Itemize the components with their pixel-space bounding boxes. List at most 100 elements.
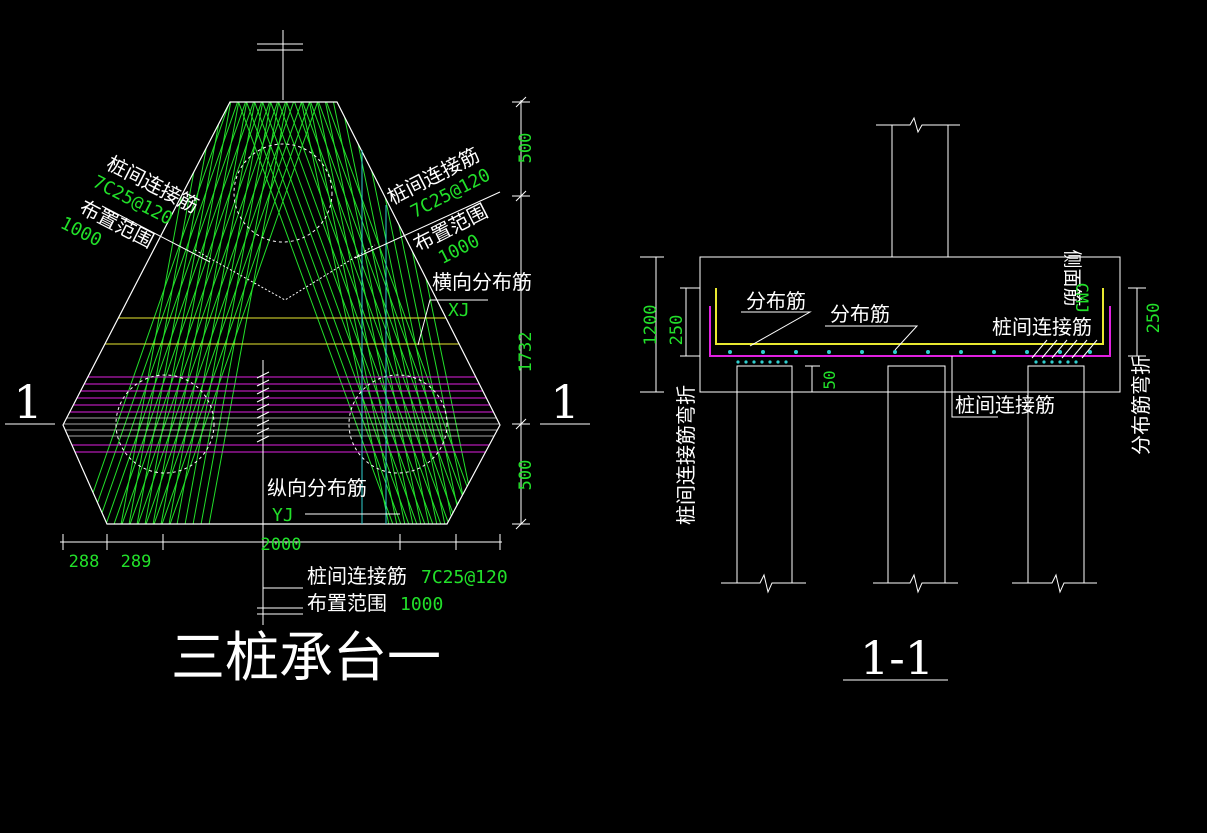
section-mark-left: 1 xyxy=(13,375,42,429)
diagonal-rebar-right-band xyxy=(119,102,484,524)
column xyxy=(876,116,960,257)
dim-left1: 288 xyxy=(69,552,100,572)
rebar-dot xyxy=(776,360,780,364)
leader-line xyxy=(951,356,998,418)
section-dim-left-250: 250 xyxy=(667,315,687,346)
leader-hatch xyxy=(1031,339,1098,359)
rebar-line xyxy=(315,102,476,524)
cap-outline xyxy=(62,101,501,525)
rebar-dot xyxy=(1025,350,1029,354)
rebar-dot xyxy=(768,360,772,364)
rebar-line xyxy=(135,102,217,524)
dim-width: 2000 xyxy=(261,535,302,555)
dim-chain-bottom xyxy=(60,534,502,550)
rebar-line xyxy=(119,102,273,524)
bottom-conn-name: 桩间连接筋 xyxy=(307,564,407,588)
rebar-line xyxy=(339,102,431,524)
dim-top: 500 xyxy=(516,133,536,164)
rebar-dot xyxy=(992,350,996,354)
embed-dim-value: 50 xyxy=(820,370,839,389)
rebar-dot xyxy=(744,360,748,364)
rebar-line xyxy=(235,102,396,524)
rebar-line xyxy=(183,102,265,524)
rebar-dot xyxy=(926,350,930,354)
conn-range-line xyxy=(194,244,376,301)
rebar-dot xyxy=(1058,360,1062,364)
rebar-dot xyxy=(1042,360,1046,364)
rebar-line xyxy=(251,102,412,524)
rebar-line xyxy=(259,102,420,524)
yellow-rebar xyxy=(715,288,1104,345)
leader-line xyxy=(354,191,501,259)
section-dim-right xyxy=(1128,287,1146,357)
white-rebar-band xyxy=(63,417,500,437)
transverse-code: XJ xyxy=(448,300,470,321)
rebar-line xyxy=(331,102,423,524)
rebar-dots xyxy=(728,350,1092,364)
rebar-line xyxy=(315,102,407,524)
left-bend-label: 桩间连接筋弯折 xyxy=(674,385,698,525)
dim-left2: 289 xyxy=(121,552,152,572)
section-view: 1200 250 桩间连接筋弯折 250 分布筋弯折 50 分布筋 分布筋 桩间… xyxy=(640,116,1164,685)
rebar-line xyxy=(199,102,281,524)
side-label: 侧面筋 xyxy=(1061,249,1083,306)
side-code: CMJ xyxy=(1071,283,1091,314)
rebar-line xyxy=(207,102,289,524)
dist-label-1: 分布筋 xyxy=(746,289,806,313)
rebar-line xyxy=(347,102,439,524)
pile-circle-left xyxy=(115,374,215,474)
rebar-line xyxy=(95,102,249,524)
pile-circle-right xyxy=(348,374,448,474)
rebar-dot xyxy=(760,360,764,364)
section-dim-right-250: 250 xyxy=(1144,303,1164,334)
rebar-dot xyxy=(784,360,788,364)
rebar-line xyxy=(267,102,428,524)
rebar-dot xyxy=(827,350,831,354)
magenta-rebar-band xyxy=(63,376,500,453)
leader-line xyxy=(417,299,488,346)
dim-middle: 1732 xyxy=(516,332,536,373)
rebar-dot xyxy=(794,350,798,354)
leader-line xyxy=(825,325,919,351)
section-mark-right: 1 xyxy=(550,375,579,429)
rebar-line xyxy=(87,102,241,524)
rebar-dot xyxy=(860,350,864,354)
rebar-line xyxy=(323,102,484,524)
rebar-line xyxy=(283,102,444,524)
rebar-line xyxy=(159,102,241,524)
rebar-line xyxy=(111,102,265,524)
piles xyxy=(721,365,1097,594)
rebar-line xyxy=(275,102,436,524)
rebar-line xyxy=(323,102,415,524)
magenta-rebar xyxy=(709,306,1111,357)
rebar-line xyxy=(291,102,452,524)
rebar-line xyxy=(151,102,233,524)
rebar-dot xyxy=(1050,360,1054,364)
longitudinal-label: 纵向分布筋 xyxy=(267,476,367,500)
dim-chain-right xyxy=(512,96,530,530)
leader-line xyxy=(101,205,211,263)
rebar-line xyxy=(307,102,468,524)
embed-dim xyxy=(805,365,820,393)
rebar-line xyxy=(243,102,404,524)
rebar-line xyxy=(127,102,281,524)
rebar-dot xyxy=(728,350,732,354)
conn-top-label: 桩间连接筋 xyxy=(992,315,1092,339)
plan-title: 三桩承台一 xyxy=(171,626,441,689)
plan-view: 1 1 500 1732 500 288 289 200 xyxy=(5,30,590,689)
rebar-dot xyxy=(893,350,897,354)
rebar-line xyxy=(143,102,225,524)
bottom-range-value: 1000 xyxy=(400,594,443,615)
bottom-conn-spec: 7C25@120 xyxy=(421,567,508,588)
longitudinal-code: YJ xyxy=(272,505,294,526)
pile-circle-top xyxy=(233,143,333,243)
rebar-line xyxy=(299,102,391,524)
section-dim-height: 1200 xyxy=(641,305,661,346)
rebar-dot xyxy=(736,360,740,364)
diagonal-rebar-left-band xyxy=(79,102,479,524)
rebar-line xyxy=(167,102,249,524)
dist-label-2: 分布筋 xyxy=(830,302,890,326)
rebar-dot xyxy=(752,360,756,364)
conn-bottom-label: 桩间连接筋 xyxy=(955,393,1055,417)
rebar-dot xyxy=(1066,360,1070,364)
